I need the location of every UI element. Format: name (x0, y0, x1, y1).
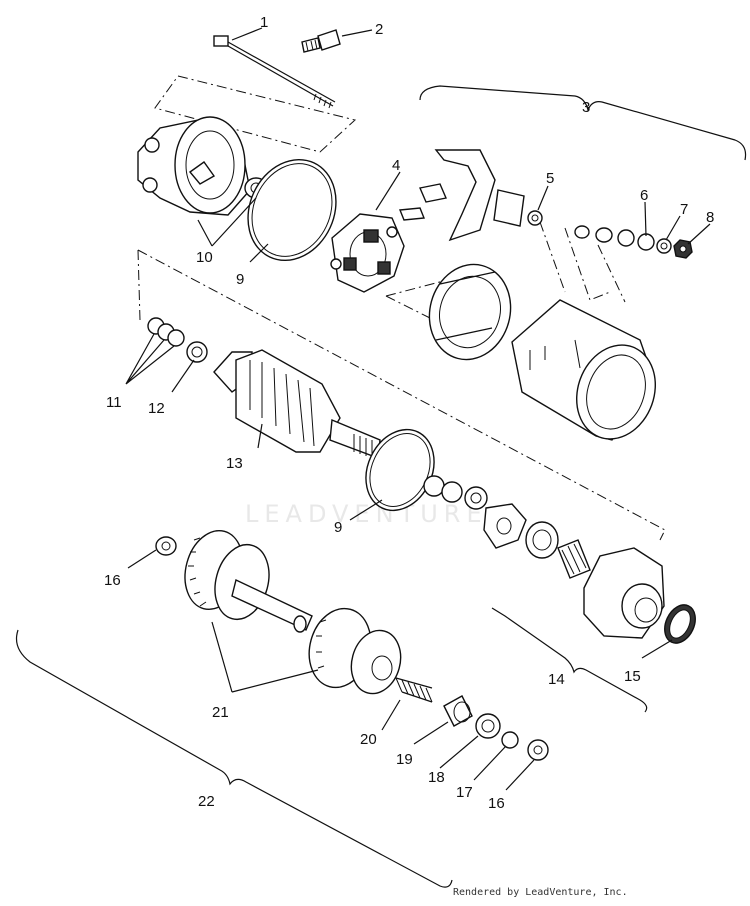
callout-22: 22 (198, 793, 215, 810)
callout-17: 17 (456, 784, 473, 801)
callout-13: 13 (226, 455, 243, 472)
watermark: LEADVENTURE (245, 500, 488, 528)
spring-washer[interactable] (656, 238, 672, 254)
hex-nut[interactable] (673, 239, 693, 259)
terminal-plate[interactable] (399, 149, 525, 242)
callout-11: 11 (106, 394, 122, 411)
footer-credit: Rendered by LeadVenture, Inc. (453, 887, 628, 898)
armature[interactable] (213, 349, 381, 459)
callout-9-upper: 9 (236, 271, 244, 288)
callout-20: 20 (360, 731, 377, 748)
brush-holder[interactable] (330, 213, 405, 293)
snap-ring[interactable] (501, 731, 519, 749)
pinion-spring[interactable] (395, 677, 433, 703)
pinion-shaft[interactable] (231, 579, 313, 633)
o-ring-upper[interactable] (232, 145, 352, 275)
callout-6: 6 (640, 187, 648, 204)
needle-bearing[interactable] (557, 539, 591, 579)
rear-housing[interactable] (137, 116, 251, 216)
shaft-washers[interactable] (423, 475, 488, 510)
callout-10: 10 (196, 249, 213, 266)
callout-14: 14 (548, 671, 565, 688)
callout-16-upper: 16 (104, 572, 121, 589)
thrust-washers[interactable] (147, 317, 185, 347)
callout-3: 3 (582, 99, 590, 116)
through-bolt[interactable] (213, 35, 336, 109)
washer-lower[interactable] (527, 739, 549, 761)
callout-8: 8 (706, 209, 714, 226)
overrunning-clutch[interactable] (301, 602, 408, 700)
pinion-collar[interactable] (443, 695, 473, 727)
washer-upper[interactable] (155, 536, 177, 556)
yoke-housing[interactable] (511, 299, 668, 450)
callout-21: 21 (212, 704, 229, 721)
seal-washer[interactable] (527, 210, 543, 226)
commutator-end-frame[interactable] (419, 255, 521, 368)
lock-plate[interactable] (483, 503, 527, 549)
leader-lines (125, 27, 711, 791)
bracket-22 (15, 629, 453, 888)
callout-2: 2 (375, 21, 383, 38)
drive-bushing[interactable] (475, 713, 501, 739)
callout-1: 1 (260, 14, 268, 31)
bracket-3 (419, 85, 747, 161)
callout-16-lower: 16 (488, 795, 505, 812)
callout-18: 18 (428, 769, 445, 786)
guide-lines (137, 75, 666, 541)
callout-19: 19 (396, 751, 413, 768)
callout-7: 7 (680, 201, 688, 218)
front-cover[interactable] (583, 547, 665, 639)
callout-4: 4 (392, 157, 400, 174)
mounting-bolt[interactable] (301, 29, 341, 53)
callout-15: 15 (624, 668, 641, 685)
callout-5: 5 (546, 170, 554, 187)
callout-12: 12 (148, 400, 165, 417)
bearing[interactable] (525, 521, 559, 559)
callout-9-lower: 9 (334, 519, 342, 536)
washer-stack[interactable] (574, 225, 655, 251)
bracket-14 (491, 607, 648, 713)
armature-washer[interactable] (186, 341, 208, 363)
